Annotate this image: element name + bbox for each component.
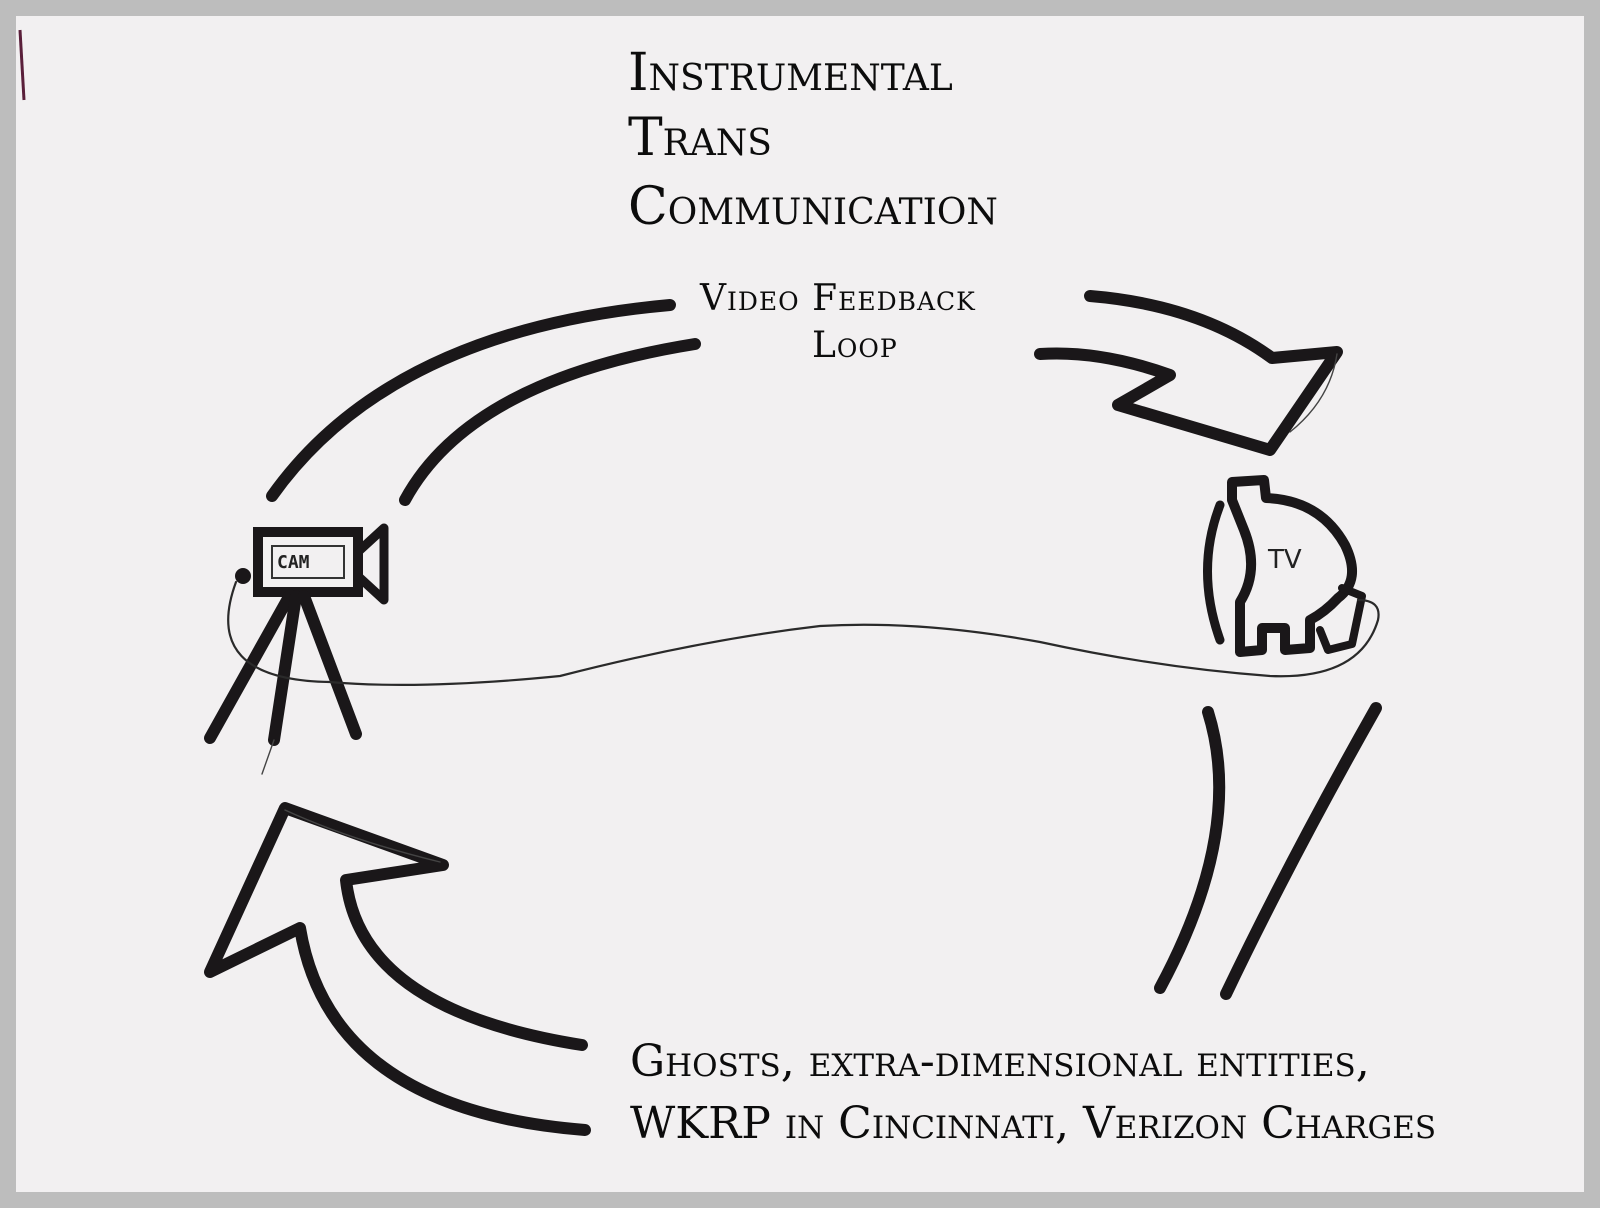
tripod-leg-left (204, 589, 296, 744)
bottom-caption-line-1: Ghosts, extra-dimensional entities, (630, 1036, 1370, 1087)
camera-knob (235, 568, 251, 584)
tv-icon: TV (1203, 475, 1366, 657)
loop-label: Video Feedback Loop (699, 278, 976, 366)
bottom-caption-line-2: WKRP in Cincinnati, Verizon Charges (630, 1098, 1436, 1149)
tv-screen-edge (1203, 500, 1225, 645)
top-left-arc-inner (399, 338, 701, 506)
bottom-caption: Ghosts, extra-dimensional entities, WKRP… (630, 1036, 1436, 1149)
top-left-arc (266, 299, 701, 506)
loop-label-line-1: Video Feedback (699, 278, 976, 319)
right-down-strokes (1154, 702, 1382, 1000)
top-right-arrow-body (1034, 290, 1343, 456)
paper-sheet (16, 16, 1584, 1192)
title-line-3: Communication (628, 177, 998, 237)
tv-label: TV (1267, 545, 1302, 575)
tripod-leg-right (298, 590, 362, 740)
bottom-left-arrow-body (204, 802, 591, 1136)
loop-label-line-2: Loop (812, 325, 898, 366)
camera-lens (355, 523, 389, 605)
stray-ink-mark (18, 29, 26, 101)
bottom-left-arrow-sketch-line (284, 809, 441, 863)
video-cable (227, 580, 1380, 687)
diagram-title: Instrumental Trans Communication (628, 43, 998, 237)
top-right-arrow-sketch-line (1289, 353, 1338, 433)
tv-side-knob (1316, 584, 1366, 654)
top-left-arc-outer (266, 299, 676, 502)
camera-label: CAM (277, 552, 310, 573)
title-line-1: Instrumental (628, 43, 953, 103)
title-line-2: Trans (628, 108, 772, 168)
right-stroke-outer (1220, 702, 1382, 1000)
tv-body (1227, 475, 1357, 657)
bottom-left-arrow (204, 802, 591, 1136)
tripod-leg-middle (268, 590, 302, 746)
right-stroke-inner (1154, 706, 1226, 994)
camera-icon: CAM (204, 523, 389, 775)
top-right-arrow (1034, 290, 1343, 456)
tripod-leg-tip (261, 739, 275, 775)
camera-label-box (271, 545, 345, 579)
